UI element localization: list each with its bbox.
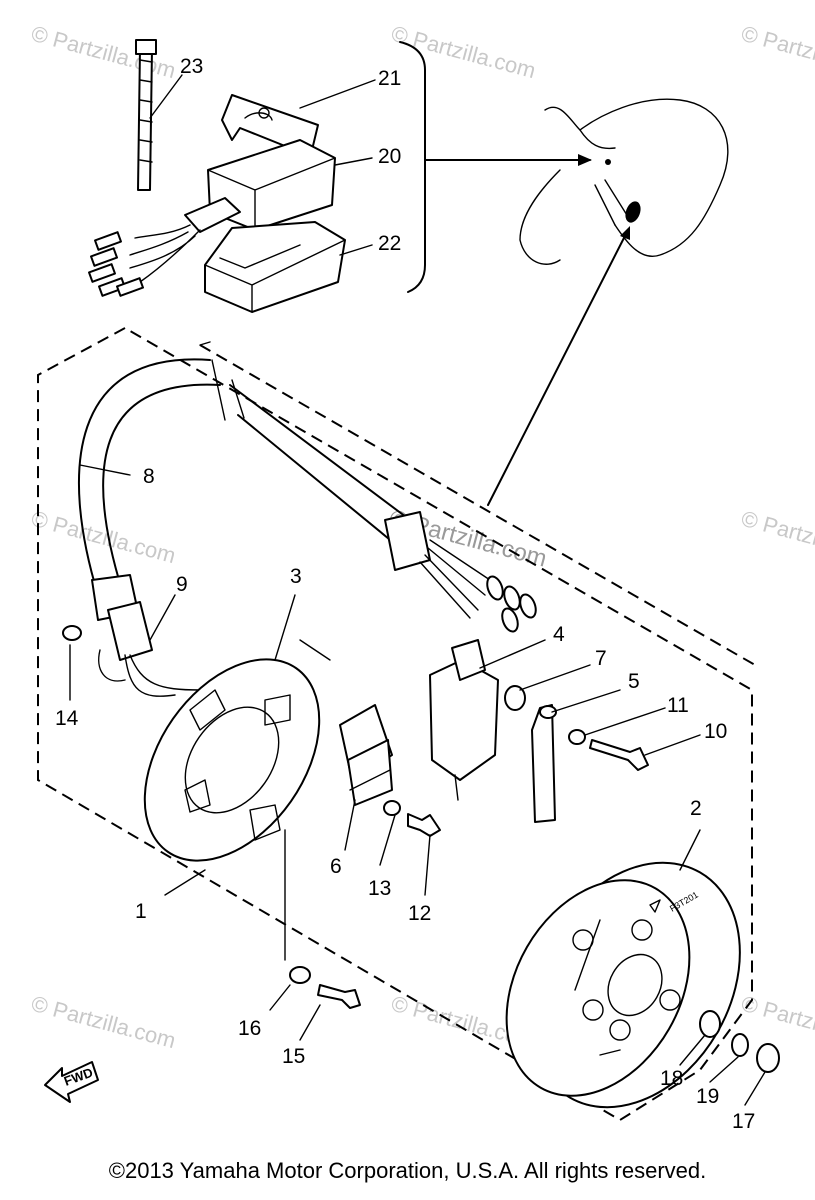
callout-20: 20 (378, 145, 401, 168)
part-23-cable-tie (135, 39, 157, 191)
callout-18: 18 (660, 1067, 683, 1090)
callout-7: 7 (595, 647, 607, 670)
callout-14: 14 (55, 707, 79, 730)
callout-9: 9 (176, 573, 188, 596)
location-arrow (424, 154, 592, 166)
callout-5: 5 (628, 670, 640, 693)
part-11-washer (568, 729, 586, 745)
vehicle-outline (519, 98, 729, 265)
watermark: © Partzilla.com (389, 21, 539, 84)
callout-6: 6 (330, 855, 342, 878)
part-14-nut (62, 625, 82, 641)
part-12-screw (407, 813, 441, 837)
callout-10: 10 (704, 720, 727, 743)
part-18-washer (699, 1010, 721, 1038)
callout-8: 8 (143, 465, 155, 488)
part-6-coil (339, 704, 393, 806)
part-10-screw (589, 739, 649, 771)
callout-1: 1 (135, 900, 147, 923)
callout-23: 23 (180, 55, 203, 78)
part-16-washer (289, 966, 311, 984)
watermark: © Partzilla.com (739, 991, 815, 1054)
watermark: © Partzilla.com (29, 991, 179, 1054)
callout-4: 4 (553, 623, 565, 646)
callout-2: 2 (690, 797, 702, 820)
callouts: 23 21 20 22 8 9 3 4 7 5 11 10 14 6 13 12… (55, 55, 755, 1133)
part-4-coil (429, 639, 499, 801)
part-20-cdi-unit (88, 139, 336, 297)
part-7-collar (504, 685, 526, 711)
fwd-arrow-icon: FWD (44, 1061, 99, 1103)
callout-15: 15 (282, 1045, 305, 1068)
callout-17: 17 (732, 1110, 755, 1133)
group-bracket (399, 41, 426, 293)
wiring-location-arrow (487, 226, 630, 506)
part-13-washer (383, 800, 401, 816)
part-17-nut (756, 1043, 780, 1073)
part-8-harness (77, 358, 537, 633)
callout-16: 16 (238, 1017, 261, 1040)
part-3-stator-plate (143, 639, 331, 862)
leader-lines (69, 74, 766, 1106)
callout-12: 12 (408, 902, 431, 925)
watermark: © Partzilla.com (29, 506, 179, 569)
part-22-boot (204, 221, 346, 313)
callout-11: 11 (667, 694, 689, 717)
callout-21: 21 (378, 67, 401, 90)
callout-22: 22 (378, 232, 401, 255)
watermark: © Partzilla.com (739, 21, 815, 84)
copyright-notice: ©2013 Yamaha Motor Corporation, U.S.A. A… (108, 1158, 707, 1183)
part-15-screw (317, 984, 361, 1009)
callout-3: 3 (290, 565, 302, 588)
part-19-lock-washer (731, 1033, 749, 1057)
assembly-boundary (37, 327, 756, 1122)
part-5-pickup-coil (531, 704, 557, 823)
callout-13: 13 (368, 877, 391, 900)
watermark: © Partzilla.com (739, 506, 815, 569)
part-9-grommet (98, 601, 201, 697)
callout-19: 19 (696, 1085, 719, 1108)
part-2-flywheel: F3T201 (505, 861, 741, 1109)
